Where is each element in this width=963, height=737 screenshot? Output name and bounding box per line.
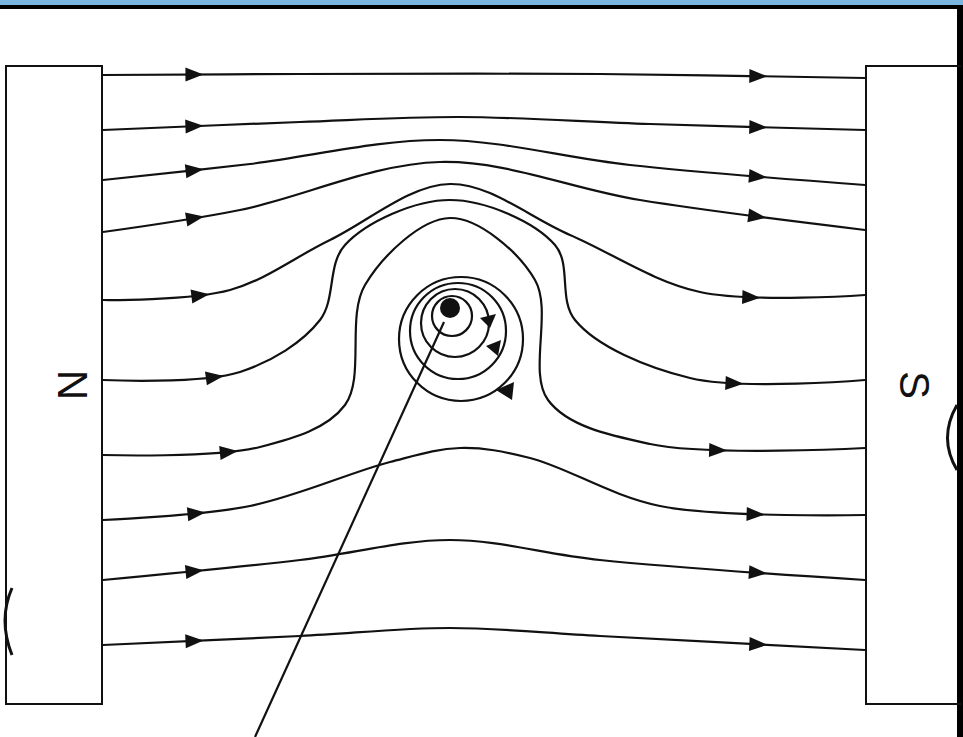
- arrowhead: [748, 169, 767, 184]
- top-strip: [0, 0, 963, 5]
- arrowhead: [185, 634, 204, 649]
- field-loop: [421, 289, 489, 357]
- arrowhead: [191, 287, 211, 303]
- field-line-group: [103, 184, 865, 305]
- arrowhead: [486, 340, 501, 356]
- field-loop: [432, 296, 472, 336]
- arrowhead: [205, 369, 225, 385]
- leader-line: [255, 322, 444, 737]
- field-line-group: [103, 140, 865, 185]
- field-line-group: [103, 218, 865, 460]
- arrowhead: [185, 67, 203, 81]
- arrowhead: [749, 637, 768, 652]
- field-line-group: [103, 448, 865, 522]
- field-line: [103, 218, 865, 455]
- field-line: [103, 162, 865, 232]
- paper: [0, 9, 957, 737]
- pole-label: N: [51, 370, 93, 400]
- arrowhead: [709, 443, 727, 458]
- field-line: [103, 200, 865, 384]
- arrowhead: [219, 444, 238, 460]
- arrowhead: [480, 314, 496, 328]
- south-pole: S: [865, 65, 961, 705]
- field-line-group: [103, 628, 865, 652]
- arrowhead: [742, 290, 760, 305]
- field-line: [103, 540, 865, 580]
- pole-label: S: [893, 371, 935, 399]
- arrowhead: [187, 505, 206, 521]
- arrowhead: [725, 376, 744, 391]
- arrowhead: [747, 208, 767, 224]
- field-line-group: [103, 67, 865, 83]
- field-line-group: [103, 540, 865, 580]
- arrowhead: [746, 507, 764, 522]
- north-pole: N: [5, 65, 103, 705]
- arrowhead: [185, 119, 204, 134]
- current-wire: [440, 298, 460, 318]
- arrowhead: [185, 210, 205, 227]
- field-line-group: [103, 117, 865, 134]
- arrowhead: [185, 563, 204, 579]
- arrowhead: [748, 565, 767, 580]
- field-line-group: [103, 162, 865, 232]
- arrowhead: [496, 382, 514, 400]
- arrowhead: [749, 69, 767, 83]
- cropped-shape: [948, 405, 958, 470]
- field-line: [103, 140, 865, 185]
- loop-arrowheads: [480, 314, 514, 400]
- arrowhead: [185, 162, 204, 178]
- field-line: [103, 184, 865, 300]
- arrowhead: [749, 120, 767, 134]
